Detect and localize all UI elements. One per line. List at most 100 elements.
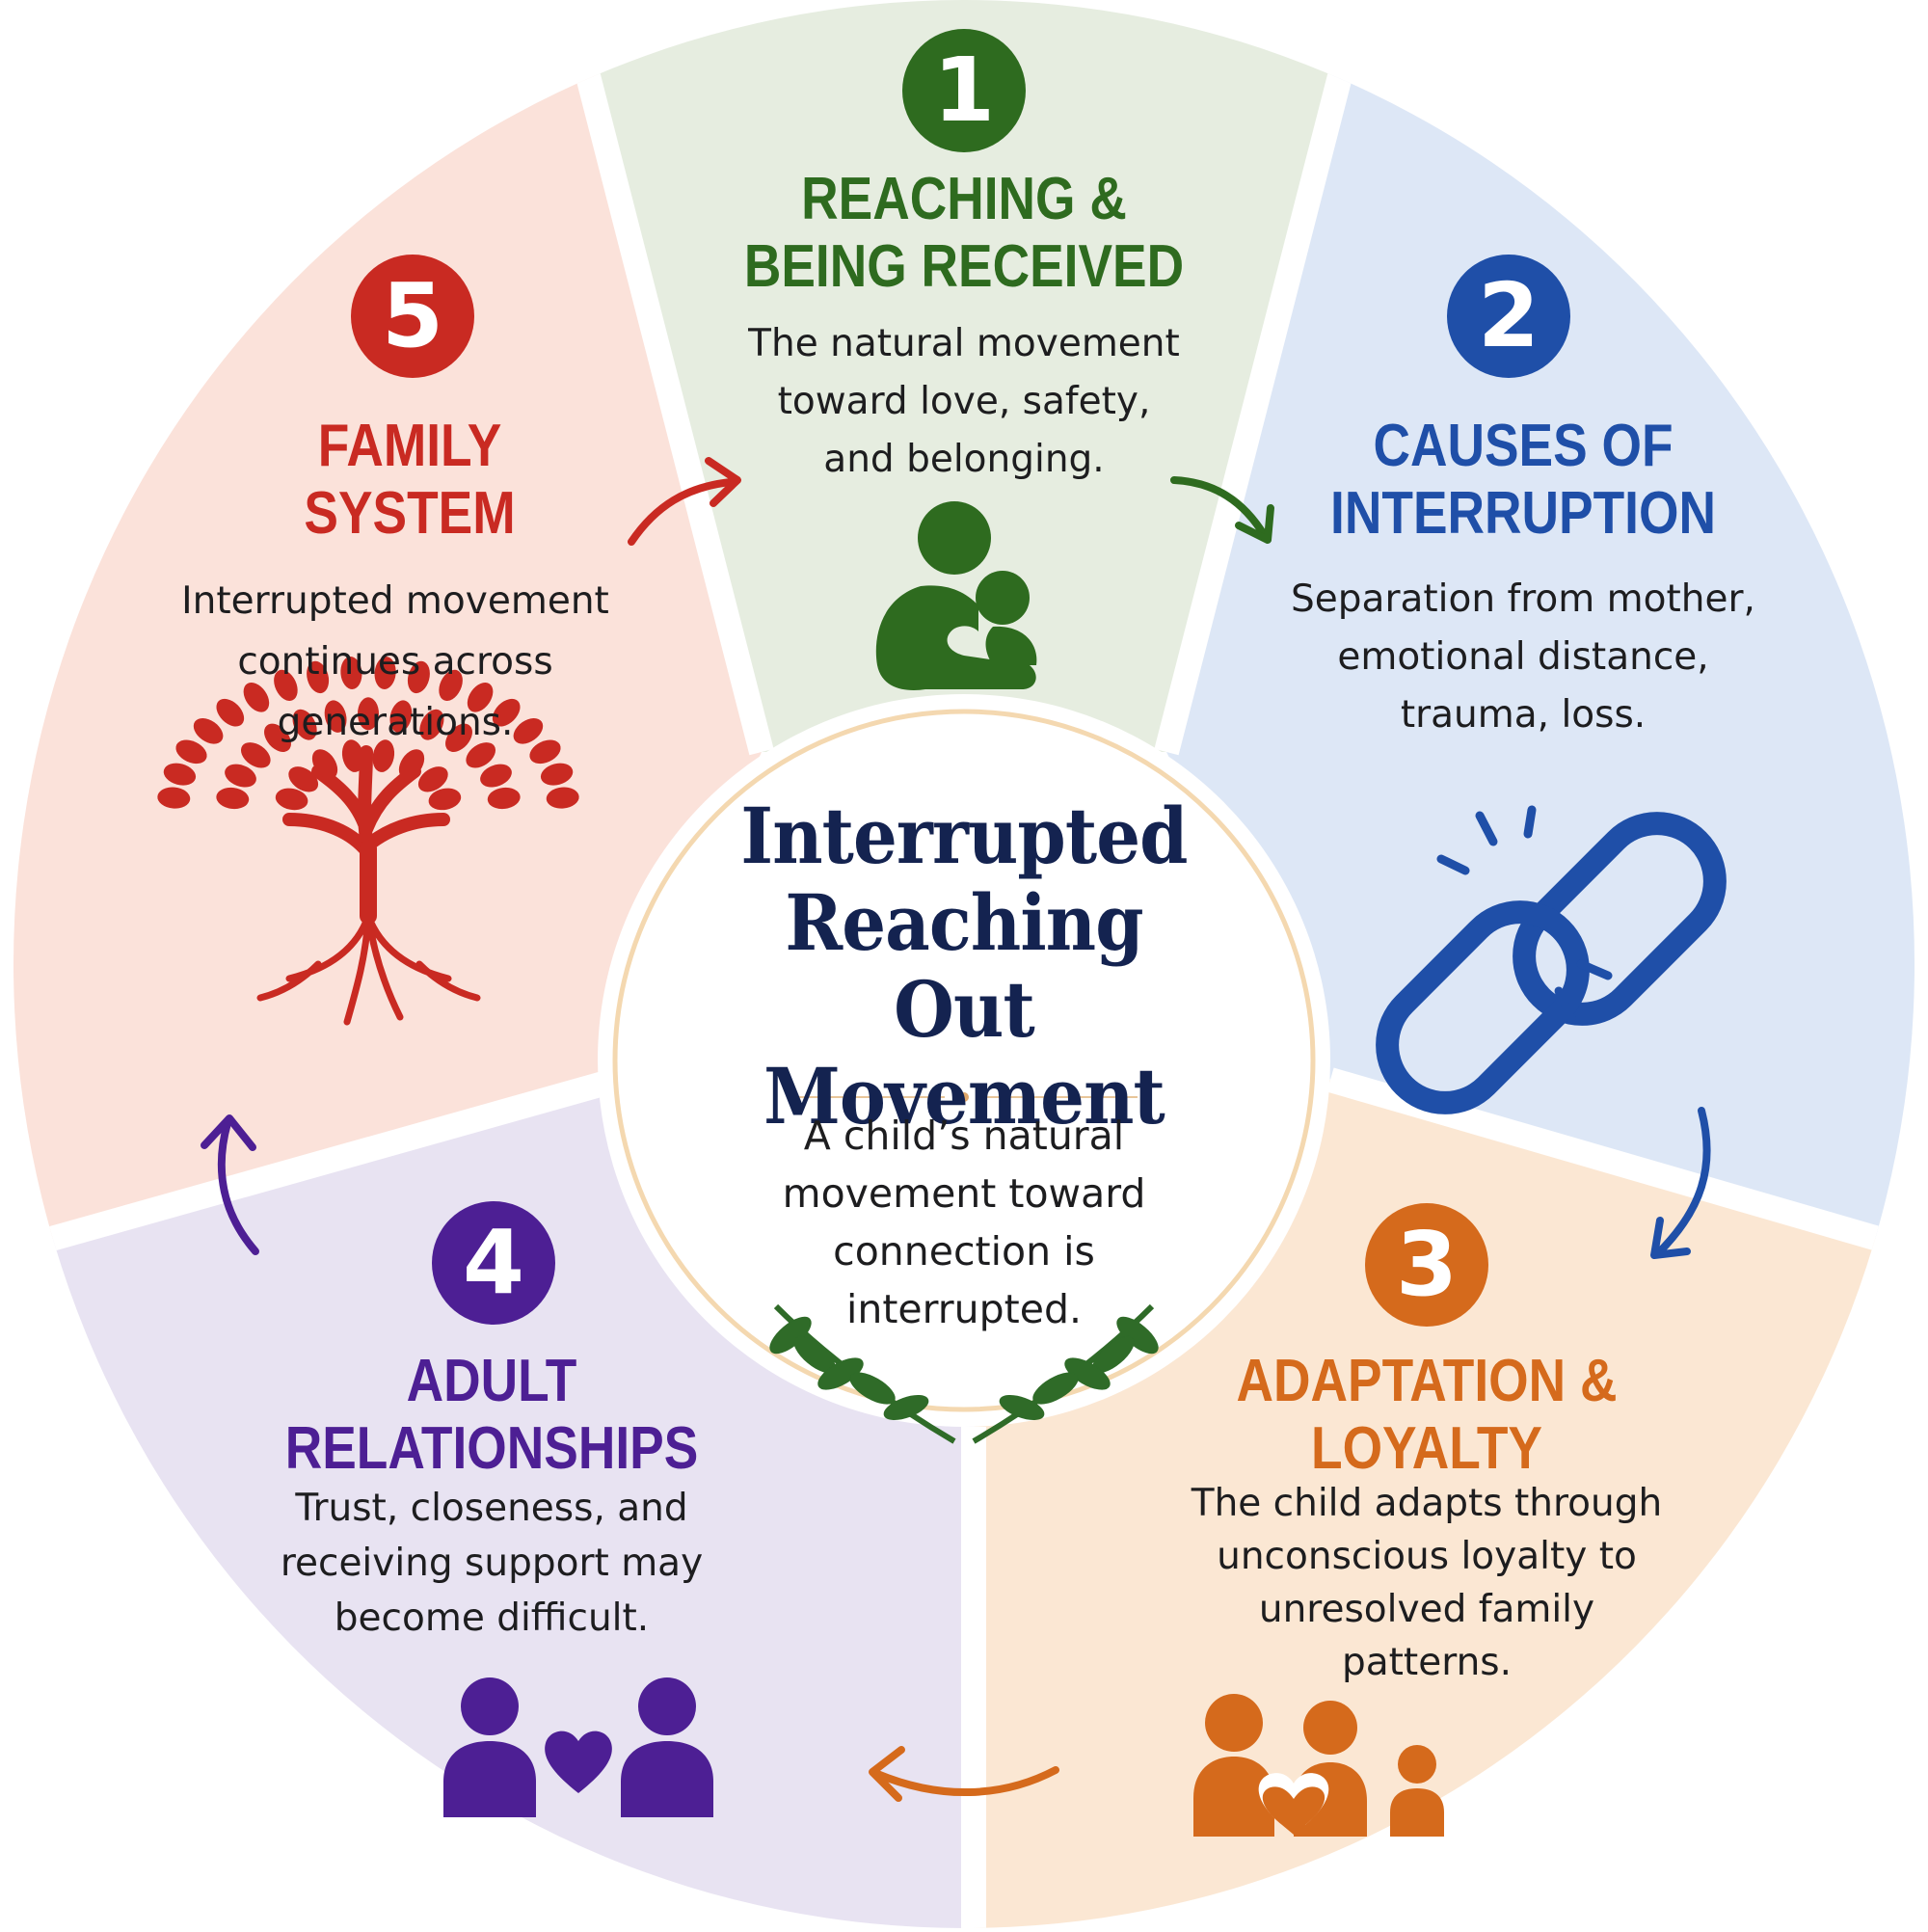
step-5-number: 5 <box>381 264 443 367</box>
tree-leaf <box>417 766 448 792</box>
center-description-line: interrupted. <box>845 1286 1083 1332</box>
tree-leaf <box>311 749 338 780</box>
step-2-title-line: INTERRUPTION <box>1330 480 1716 547</box>
segment-1-background <box>578 0 1350 752</box>
step-1-description-line: and belonging. <box>823 438 1105 481</box>
step-3-title: ADAPTATION & LOYALTY <box>1219 1348 1634 1483</box>
tree-leaf <box>216 698 245 727</box>
step-4-title-line: RELATIONSHIPS <box>284 1415 699 1482</box>
step-2-description-line: emotional distance, <box>1337 635 1709 679</box>
step-3-description-line: The child adapts through <box>1191 1482 1663 1525</box>
step-5-number-badge: 5 <box>351 255 474 378</box>
tree-leaf <box>372 739 395 772</box>
tree-leaf <box>216 787 250 810</box>
step-2-description: Separation from mother, emotional distan… <box>1253 571 1793 744</box>
tree-leaf <box>466 742 496 768</box>
step-3-description: The child adapts through unconscious loy… <box>1138 1477 1716 1689</box>
step-5-title-line: FAMILY <box>317 413 502 479</box>
center-description-line: movement toward <box>782 1170 1146 1217</box>
tree-leaf <box>480 764 512 788</box>
arrow-3-to-4 <box>873 1766 1059 1797</box>
tree-leaf <box>275 788 308 811</box>
step-4-number-badge: 4 <box>432 1201 555 1325</box>
laurel-branches-icon <box>769 1303 1159 1444</box>
step-4-description: Trust, closeness, and receiving support … <box>222 1481 762 1646</box>
step-5-description-line: generations. <box>277 701 514 744</box>
step-1-number-badge: 1 <box>902 29 1026 152</box>
arrow-4-to-5 <box>217 1119 259 1255</box>
step-3-number: 3 <box>1395 1213 1458 1316</box>
step-3-description-line: patterns. <box>1341 1641 1512 1684</box>
step-4-title-line: ADULT <box>406 1348 577 1414</box>
center-description: A child’s natural movement toward connec… <box>733 1107 1195 1338</box>
tree-leaf <box>513 718 544 744</box>
tree-leaf <box>340 657 362 689</box>
tree-leaf <box>240 742 271 768</box>
tree-leaf <box>157 787 191 809</box>
tree-leaf <box>529 739 561 765</box>
step-5-description: Interrupted movement continues across ge… <box>125 571 665 753</box>
step-1-title-line: BEING RECEIVED <box>743 233 1185 300</box>
step-2-title-line: CAUSES OF <box>1373 413 1674 479</box>
tree-leaf <box>428 788 462 811</box>
tree-leaf <box>288 766 319 792</box>
step-1-description-line: The natural movement <box>748 322 1180 365</box>
tree-leaf <box>324 700 347 733</box>
tree-leaf <box>467 683 494 712</box>
step-1-description-line: toward love, safety, <box>777 380 1151 423</box>
center-title-line: Movement <box>763 1051 1165 1141</box>
step-4-description-line: become difficult. <box>334 1597 650 1640</box>
arrow-1-to-2 <box>1170 476 1269 540</box>
arrow-5-to-1 <box>628 478 735 546</box>
tree-leaf <box>341 739 364 772</box>
step-3-title-line: LOYALTY <box>1311 1415 1542 1482</box>
tree-leaf <box>419 709 444 740</box>
step-3-description-line: unconscious loyalty to <box>1217 1535 1637 1578</box>
tree-leaf <box>163 763 197 786</box>
step-3-title-line: ADAPTATION & <box>1236 1348 1618 1414</box>
step-1-title-line: REACHING & <box>801 166 1127 232</box>
step-2-number-badge: 2 <box>1447 255 1570 378</box>
tree-leaf <box>398 749 425 779</box>
tree-leaf <box>445 723 472 752</box>
step-1-number: 1 <box>932 39 995 142</box>
tree-leaf <box>307 660 330 694</box>
tree-leaf <box>492 698 521 727</box>
step-4-number: 4 <box>462 1211 524 1314</box>
step-4-description-line: receiving support may <box>280 1542 704 1585</box>
step-2-title: CAUSES OF INTERRUPTION <box>1316 413 1730 548</box>
broken-chain-icon <box>1376 805 1727 1114</box>
tree-leaf <box>292 709 317 740</box>
family-tree-icon <box>157 657 579 1026</box>
tree-leaf <box>225 764 256 788</box>
tree-leaf <box>546 787 579 809</box>
step-4-title: ADULT RELATIONSHIPS <box>284 1348 699 1483</box>
tree-leaf <box>487 787 521 810</box>
tree-leaf <box>389 700 413 733</box>
step-1-title: REACHING & BEING RECEIVED <box>715 166 1213 301</box>
step-5-description-line: continues across <box>237 640 553 684</box>
step-4-description-line: Trust, closeness, and <box>295 1487 688 1530</box>
step-5-title-line: SYSTEM <box>304 480 516 547</box>
center-description-line: connection is <box>833 1228 1095 1275</box>
tree-leaf <box>274 669 298 701</box>
step-2-description-line: Separation from mother, <box>1291 577 1755 621</box>
center-description-line: A child’s natural <box>803 1113 1125 1159</box>
segment-dividers <box>13 35 1915 1928</box>
tree-leaf <box>358 697 379 731</box>
tree-leaf <box>374 657 396 689</box>
center-title: Interrupted Reaching Out Movement <box>704 792 1224 1140</box>
center-title-line: Interrupted <box>740 791 1188 881</box>
tree-leaf <box>243 683 270 712</box>
family-heart-icon <box>1193 1694 1444 1837</box>
tree-leaf <box>407 660 430 694</box>
step-1-description: The natural movement toward love, safety… <box>675 315 1253 489</box>
mother-child-icon <box>875 501 1037 690</box>
tree-leaf <box>540 763 574 786</box>
step-2-description-line: trauma, loss. <box>1400 693 1647 737</box>
cycle-arrows <box>201 457 1711 1802</box>
step-5-title: FAMILY SYSTEM <box>202 413 617 548</box>
step-5-description-line: Interrupted movement <box>181 579 609 623</box>
